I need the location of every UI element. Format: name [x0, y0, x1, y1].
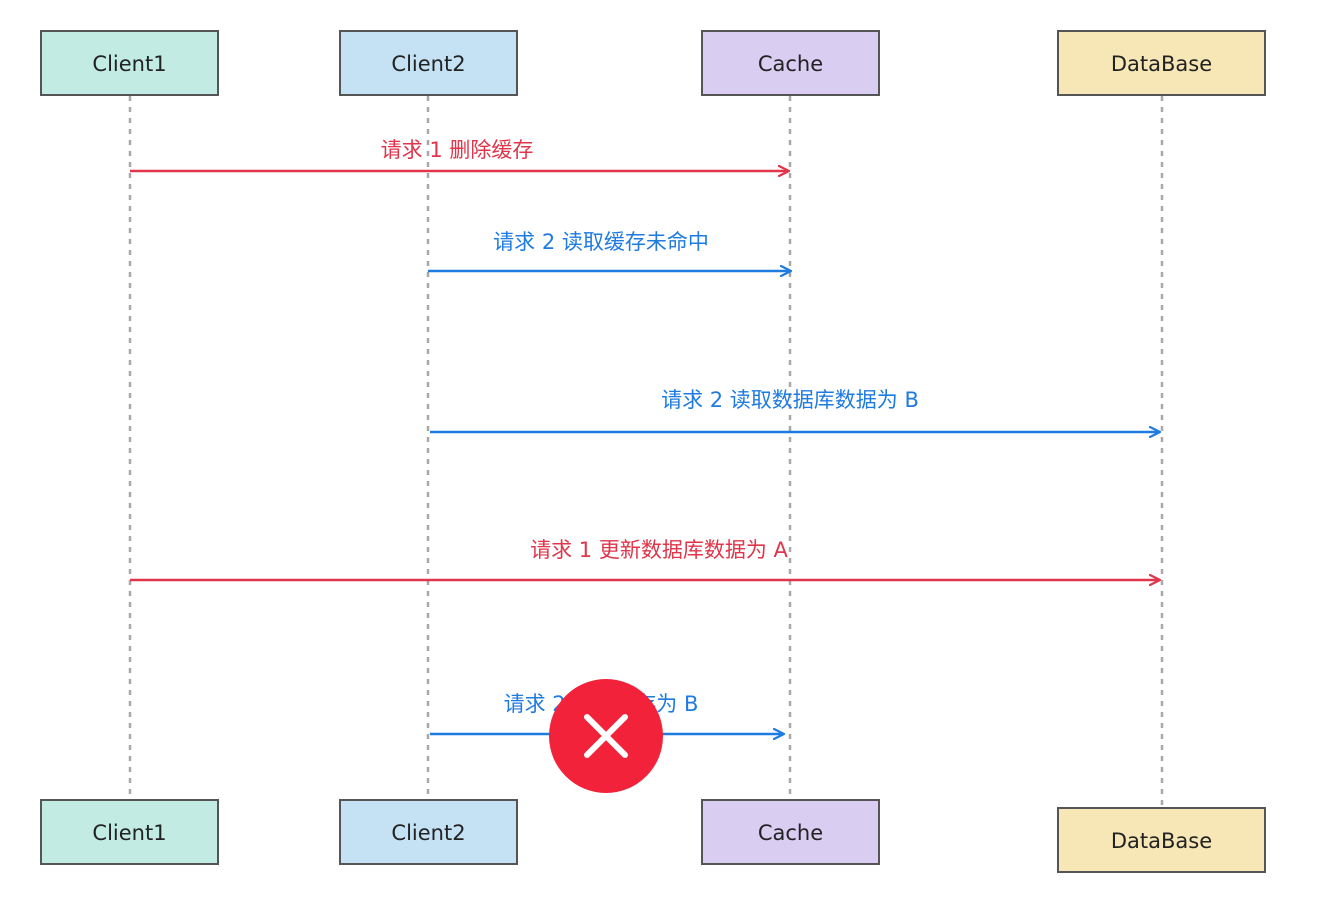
close-icon	[549, 679, 663, 793]
message-label: 请求 2 读取数据库数据为 B	[661, 388, 919, 412]
actors-bottom: Client1 Client2 Cache DataBase	[40, 799, 1266, 873]
actor-cache-bottom: Cache	[701, 799, 880, 865]
actor-box	[701, 30, 880, 96]
message-label: 请求 1 更新数据库数据为 A	[530, 538, 788, 562]
message-3: 请求 2 读取数据库数据为 B	[430, 388, 1160, 432]
actor-client1-top: Client1	[40, 30, 219, 96]
message-2: 请求 2 读取缓存未命中	[428, 230, 791, 271]
message-1: 请求 1 删除缓存	[130, 138, 789, 171]
lifelines	[128, 96, 1164, 808]
actor-database-bottom: DataBase	[1057, 807, 1266, 873]
x-stroke-2	[584, 714, 628, 758]
messages: 请求 1 删除缓存 请求 2 读取缓存未命中 请求 2 读取数据库数据为 B 请…	[130, 138, 1160, 734]
actor-label: Client1	[92, 821, 166, 845]
actor-box	[40, 799, 219, 865]
actor-label: DataBase	[1111, 829, 1212, 853]
actor-label: Cache	[758, 52, 823, 76]
actor-label: Client2	[391, 52, 465, 76]
actor-box	[40, 30, 219, 96]
actor-client2-bottom: Client2	[339, 799, 518, 865]
message-label: 请求 1 删除缓存	[381, 138, 534, 162]
actors-top: Client1 Client2 Cache DataBase	[40, 30, 1266, 96]
actor-label: Client1	[92, 52, 166, 76]
actor-box	[339, 30, 518, 96]
actor-label: Cache	[758, 821, 823, 845]
actor-box	[701, 799, 880, 865]
actor-client1-bottom: Client1	[40, 799, 219, 865]
actor-box	[1057, 30, 1266, 96]
actor-cache-top: Cache	[701, 30, 880, 96]
actor-database-top: DataBase	[1057, 30, 1266, 96]
actor-label: Client2	[391, 821, 465, 845]
actor-box	[1057, 807, 1266, 873]
actor-client2-top: Client2	[339, 30, 518, 96]
message-4: 请求 1 更新数据库数据为 A	[130, 538, 1160, 580]
actor-box	[339, 799, 518, 865]
actor-label: DataBase	[1111, 52, 1212, 76]
message-label: 请求 2 读取缓存未命中	[493, 230, 709, 254]
